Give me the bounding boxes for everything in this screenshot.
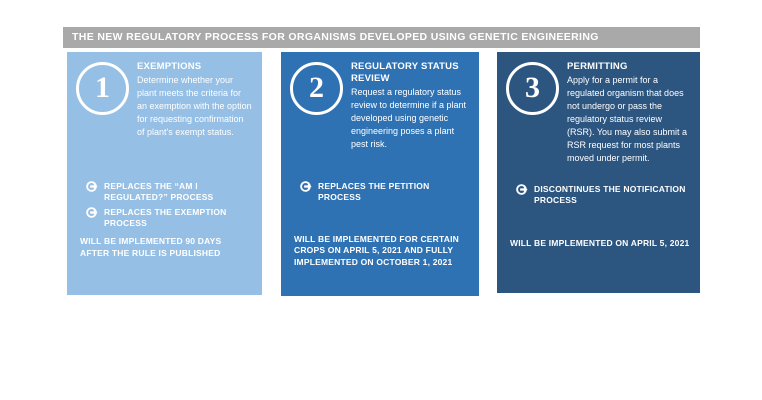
step-2-top: 2 REGULATORY STATUS REVIEW Request a reg… xyxy=(281,52,479,151)
step-2-heading: REGULATORY STATUS REVIEW xyxy=(351,61,459,84)
step-3-body: Apply for a permit for a regulated organ… xyxy=(567,74,688,164)
step-1-top: 1 EXEMPTIONS Determine whether your plan… xyxy=(67,52,262,139)
step-3-top: 3 PERMITTING Apply for a permit for a re… xyxy=(497,52,700,165)
process-step-card-3: 3 PERMITTING Apply for a permit for a re… xyxy=(497,52,700,293)
step-1-bullet-list: REPLACES THE “AM I REGULATED?” PROCESS R… xyxy=(67,180,262,232)
circle-arrow-right-icon xyxy=(516,184,528,195)
step-number-circle-2: 2 xyxy=(290,62,343,115)
step-1-body: Determine whether your plant meets the c… xyxy=(137,74,252,138)
step-number-3: 3 xyxy=(525,70,540,104)
step-1-heading: EXEMPTIONS xyxy=(137,61,202,72)
step-2-body: Request a regulatory status review to de… xyxy=(351,86,467,149)
step-number-1: 1 xyxy=(95,70,110,104)
list-item-label: REPLACES THE EXEMPTION PROCESS xyxy=(104,207,227,229)
list-item-label: REPLACES THE “AM I REGULATED?” PROCESS xyxy=(104,181,214,203)
step-2-implementation-note: WILL BE IMPLEMENTED FOR CERTAIN CROPS ON… xyxy=(294,233,460,267)
circle-arrow-right-icon xyxy=(86,207,98,218)
header-title: THE NEW REGULATORY PROCESS FOR ORGANISMS… xyxy=(72,31,599,44)
step-3-implementation-note: WILL BE IMPLEMENTED ON APRIL 5, 2021 xyxy=(510,237,690,248)
list-item: DISCONTINUES THE NOTIFICATION PROCESS xyxy=(515,183,690,206)
step-1-implementation-note: WILL BE IMPLEMENTED 90 DAYS AFTER THE RU… xyxy=(80,236,222,258)
list-item: REPLACES THE “AM I REGULATED?” PROCESS xyxy=(85,180,252,203)
step-number-circle-1: 1 xyxy=(76,62,129,115)
list-item-label: REPLACES THE PETITION PROCESS xyxy=(318,181,430,203)
list-item: REPLACES THE EXEMPTION PROCESS xyxy=(85,206,252,229)
step-number-circle-3: 3 xyxy=(506,62,559,115)
step-2-text-column: REGULATORY STATUS REVIEW Request a regul… xyxy=(351,61,469,151)
circle-arrow-right-icon xyxy=(300,181,312,192)
infographic-header-bar: THE NEW REGULATORY PROCESS FOR ORGANISMS… xyxy=(63,27,700,48)
step-3-heading: PERMITTING xyxy=(567,61,628,72)
step-3-text-column: PERMITTING Apply for a permit for a regu… xyxy=(567,61,690,165)
step-number-2: 2 xyxy=(309,70,324,104)
list-item: REPLACES THE PETITION PROCESS xyxy=(299,180,469,203)
list-item-label: DISCONTINUES THE NOTIFICATION PROCESS xyxy=(534,184,686,206)
process-step-card-1: 1 EXEMPTIONS Determine whether your plan… xyxy=(67,52,262,295)
step-1-text-column: EXEMPTIONS Determine whether your plant … xyxy=(137,61,252,139)
step-3-bullet-list: DISCONTINUES THE NOTIFICATION PROCESS xyxy=(497,183,700,209)
circle-arrow-right-icon xyxy=(86,181,98,192)
process-step-card-2: 2 REGULATORY STATUS REVIEW Request a reg… xyxy=(281,52,479,296)
step-2-bullet-list: REPLACES THE PETITION PROCESS xyxy=(281,180,479,206)
